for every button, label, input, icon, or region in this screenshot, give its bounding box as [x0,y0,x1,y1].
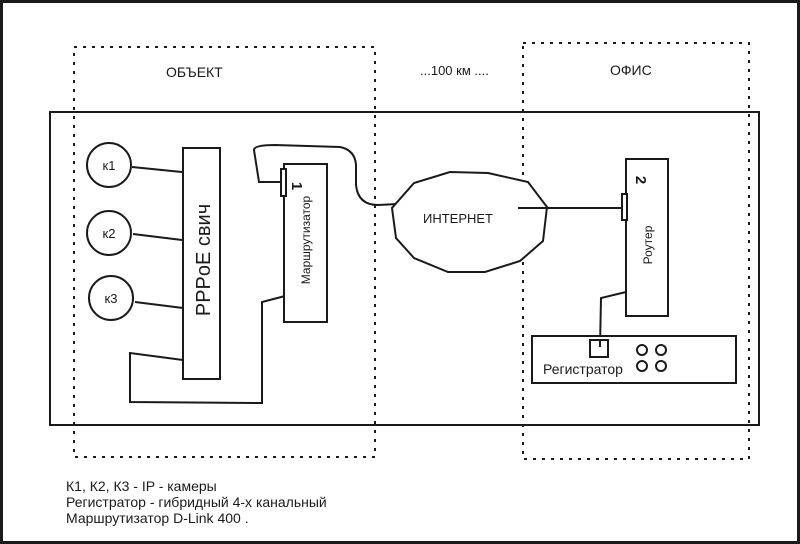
object-zone-label: ОБЪЕКТ [166,64,223,80]
camera-label: к2 [103,226,116,241]
office-zone [522,42,750,460]
distance-label: ...100 км .... [420,63,489,78]
switch-box [182,147,221,380]
camera-k1: к1 [86,142,132,188]
link-switch-router1 [129,295,286,405]
camera-icon [86,210,132,256]
object-zone [73,46,376,458]
camera-label: к3 [105,291,118,306]
router1-label: Маршрутизатор [299,195,313,284]
link-k1-switch [131,166,183,173]
camera-label: к1 [103,158,116,173]
router2-number: 2 [632,176,649,184]
switch-label: PPPoE свич [193,204,215,316]
router2-label: Роутер [641,225,655,264]
router1-port [280,168,287,197]
router1-box [283,163,328,323]
recorder-box [531,335,737,384]
recorder-indicator-icon [636,360,648,372]
camera-k3: к3 [88,275,134,321]
link-router2-recorder [599,291,627,348]
link-router1-internet [252,143,398,207]
recorder-indicator-icon [636,344,648,356]
legend-line: Регистратор - гибридный 4-х канальный [66,494,327,510]
recorder: Регистратор [531,335,737,384]
router-2: 2 Роутер [621,158,669,317]
internet-label: ИНТЕРНЕТ [423,211,493,226]
camera-icon [88,275,134,321]
router2-port [621,193,628,221]
router-1: 1 Маршрутизатор [280,163,328,323]
camera-k2: к2 [86,210,132,256]
router2-box [625,158,669,317]
recorder-indicator-icon [655,344,667,356]
link-k3-switch [134,301,184,309]
router1-number: 1 [288,182,305,190]
internet-cloud: ИНТЕРНЕТ [390,170,549,273]
legend-line: Маршрутизатор D-Link 400 . [66,510,249,526]
recorder-indicator-icon [655,360,667,372]
legend-line: К1, К2, К3 - IP - камеры [66,478,217,494]
main-boundary [49,111,760,426]
link-k2-switch [132,233,183,241]
legend: К1, К2, К3 - IP - камеры Регистратор - г… [66,478,327,526]
pppoe-switch: PPPoE свич [182,147,221,380]
camera-icon [86,142,132,188]
recorder-label: Регистратор [543,361,623,377]
office-zone-label: ОФИС [610,62,652,78]
